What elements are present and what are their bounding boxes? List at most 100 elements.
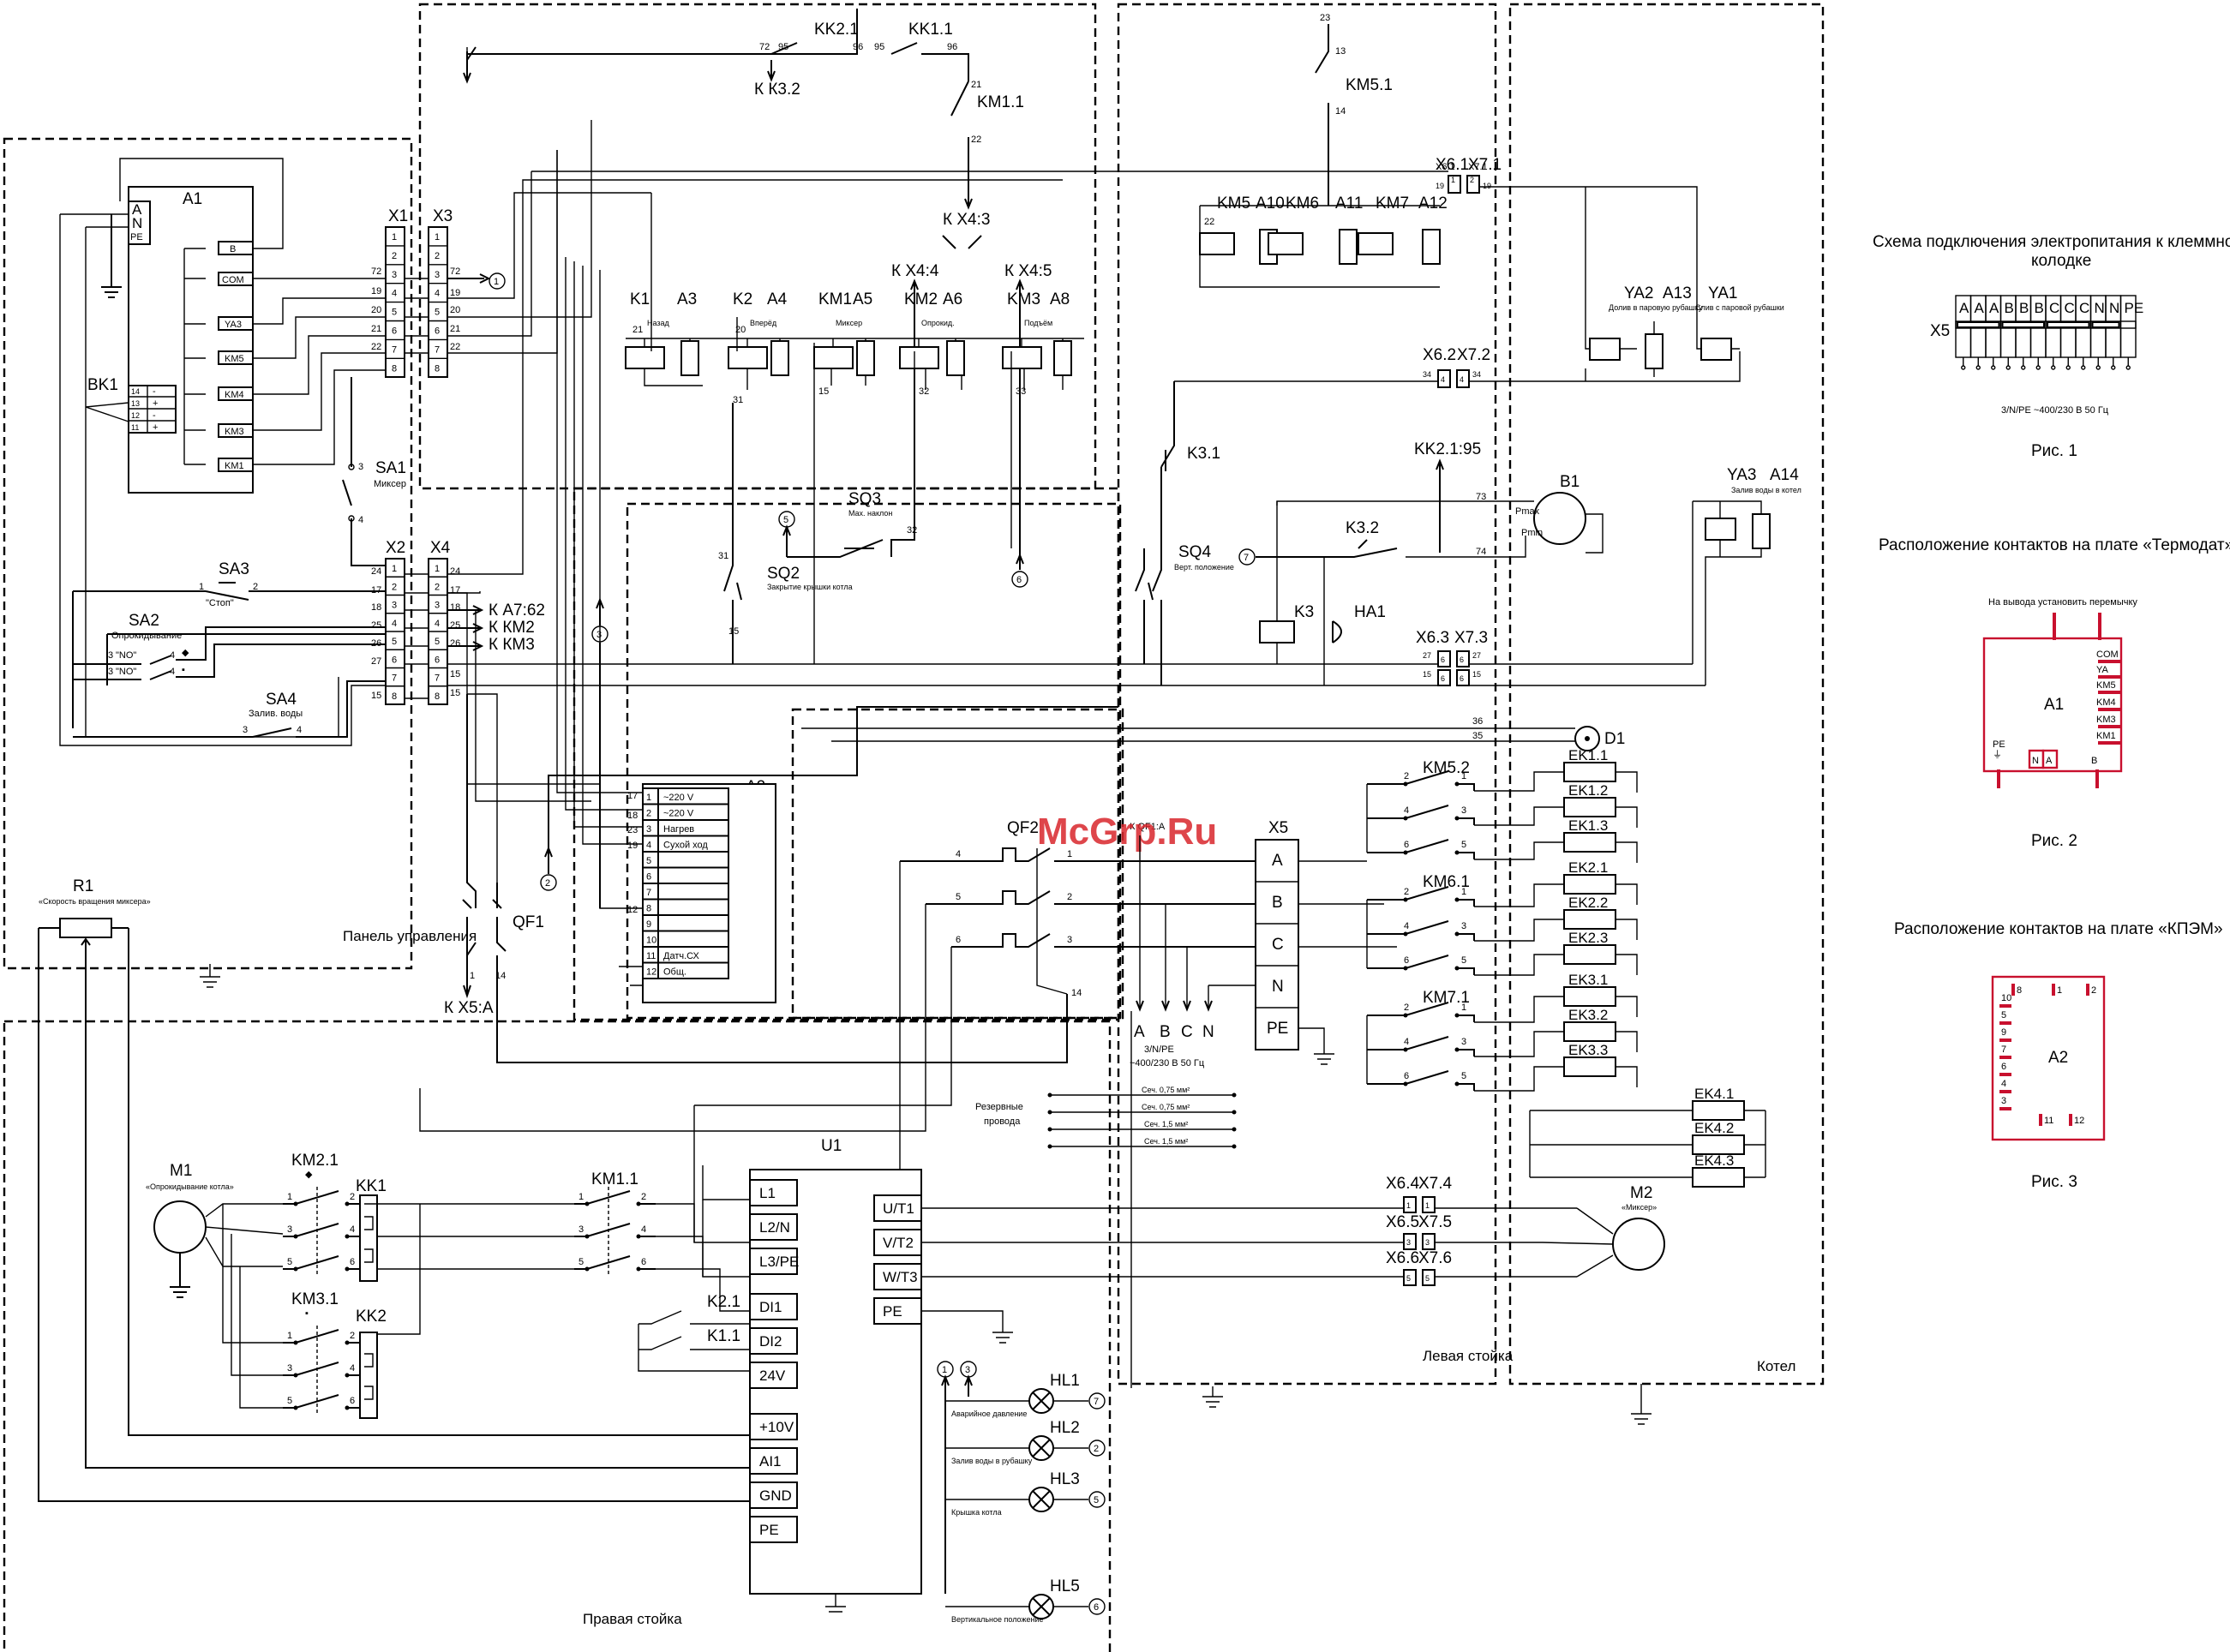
ref-qf1a: К QF1:A <box>1130 822 1166 832</box>
x2-wire-25: 25 <box>371 620 381 631</box>
heater-element <box>1563 832 1616 853</box>
km11b-dot <box>636 1201 641 1206</box>
heater-contact-dot <box>1454 816 1460 821</box>
qf2-pin-6: 6 <box>956 935 961 945</box>
relay-a5-label: A5 <box>853 290 872 308</box>
u1-left-gnd: GND <box>759 1487 792 1504</box>
spare-l2: провода <box>984 1116 1021 1127</box>
supply-n: N <box>1202 1023 1214 1041</box>
x64-label: X6.4 <box>1386 1175 1420 1193</box>
fig3-left-pad <box>1999 1056 2011 1059</box>
km51-pin-23: 23 <box>1320 13 1330 23</box>
relay-wire-33: 33 <box>1016 386 1026 397</box>
heater-pin-out: 5 <box>1461 1071 1466 1081</box>
heater-pin-out: 3 <box>1461 1037 1466 1047</box>
km21-icon: ◆ <box>305 1170 313 1180</box>
x1-pin-8: 8 <box>392 363 397 374</box>
km31-dot <box>345 1373 350 1378</box>
km31-pin-out: 6 <box>350 1396 355 1406</box>
fig1-cell-n: N <box>2109 300 2119 316</box>
m2-motor: M2 «Миксер» <box>1542 1184 1665 1278</box>
heater-pin-out: 5 <box>1461 955 1466 966</box>
x4-pin-2: 2 <box>435 582 440 592</box>
qf1-pin-14: 14 <box>495 971 506 981</box>
heater-ek3-1: EK3.1 <box>1568 972 1608 988</box>
x4-pin-4: 4 <box>435 619 440 629</box>
relay-wire-32: 32 <box>919 386 929 397</box>
x61-wire: 19 <box>1436 182 1444 190</box>
fig3-top-pin-1: 1 <box>2057 985 2062 996</box>
a2-wire-12: 12 <box>627 905 638 915</box>
lamp-hl1-sub: Аварийное давление <box>951 1410 1027 1418</box>
fig1-supply: 3/N/PE ~400/230 В 50 Гц <box>2001 405 2109 416</box>
heater-element <box>1563 797 1616 817</box>
qf1-breaker: QF1 1 14 К X5:A <box>444 694 1068 1063</box>
kk1-overload <box>359 1194 378 1282</box>
fig2-b: B <box>2091 756 2097 766</box>
rc-filter-a6 <box>946 340 965 376</box>
heater-contact-dot <box>1403 1013 1408 1018</box>
a1-contact-km4: KM4 <box>225 390 244 400</box>
fig1-cell-a: A <box>1989 300 1999 316</box>
x74-pin: 1 <box>1425 1201 1430 1210</box>
fig1-screw <box>2021 365 2026 370</box>
relay-km3-sub: Подъём <box>1024 319 1052 327</box>
u1-left-pe: PE <box>759 1522 779 1538</box>
fig2-title: Расположение контактов на плате «Термода… <box>1879 536 2230 554</box>
r1-title: R1 <box>73 877 93 895</box>
fig2-pad <box>2098 741 2120 745</box>
km11b-dot <box>584 1266 590 1272</box>
x3-pin-8: 8 <box>435 363 440 374</box>
lamp-hl1-label: HL1 <box>1050 1372 1080 1390</box>
heater-pin-in: 6 <box>1404 840 1409 850</box>
fig1-screw <box>2111 365 2116 370</box>
fig2-ground-icon: ⏚ <box>1993 749 2002 760</box>
u1-left-l1: L1 <box>759 1185 776 1201</box>
fig3-left-pin-9: 9 <box>2001 1027 2006 1038</box>
heater-ek4-3: EK4.3 <box>1694 1152 1734 1169</box>
k32-contact: K3.2 <box>1260 519 1398 558</box>
d1-wire-36: 36 <box>1472 716 1483 727</box>
b1-pmax: Pmax <box>1515 506 1540 517</box>
x64-pin: 1 <box>1406 1201 1411 1210</box>
heater-contact <box>1367 920 1475 941</box>
heater-pin-in: 6 <box>1404 955 1409 966</box>
sq4-sub: Верт. положение <box>1174 563 1234 572</box>
fig3-a2: A2 <box>2048 1049 2068 1067</box>
sq3-label: SQ3 <box>848 490 881 508</box>
boiler-coil-a11-label: A11 <box>1335 195 1363 212</box>
a2-row-1-num: 1 <box>646 793 651 803</box>
a1-contact-km3: KM3 <box>225 427 244 437</box>
x73-wire-27: 27 <box>1472 651 1481 660</box>
fig1-cell-pe: PE <box>2125 300 2144 316</box>
fig1-bridge <box>2047 321 2090 328</box>
a2-row-text-cell <box>657 914 729 932</box>
fig1-cell-a: A <box>1959 300 1969 316</box>
km21-dot <box>345 1266 350 1272</box>
node-3-a: 3 <box>596 630 602 640</box>
sq3-pin-32: 32 <box>907 525 917 536</box>
lamp-hl2-label: HL2 <box>1050 1419 1080 1437</box>
fig1-cell-b: B <box>2035 300 2044 316</box>
m1-motor: M1 «Опрокидывание котла» <box>146 1162 284 1298</box>
bk1-mark-4: + <box>153 422 158 433</box>
relay-k2-sub: Вперёд <box>750 319 777 327</box>
x73-pin-b: 6 <box>1460 674 1464 683</box>
ya3-valve: YA3 A14 Залив воды в котел <box>1692 466 1801 685</box>
u1-left-ai1: AI1 <box>759 1453 782 1469</box>
heater-pin-in: 4 <box>1404 921 1409 931</box>
a14-label: A14 <box>1770 466 1799 484</box>
sa2-pin-4a: 4 <box>170 650 175 661</box>
x3-pin-6: 6 <box>435 326 440 337</box>
k32-label: K3.2 <box>1346 519 1379 537</box>
relay-wire-15: 15 <box>818 386 829 397</box>
x1-wire-19: 19 <box>371 286 381 296</box>
m1-sub: «Опрокидывание котла» <box>146 1182 234 1191</box>
heater-contact-dot <box>1454 897 1460 902</box>
k31-contact: K3.1 <box>1160 381 1220 548</box>
fig3-top-pin-2: 2 <box>2091 985 2096 996</box>
sa4-sub: Залив. воды <box>249 709 303 719</box>
x72-pin: 4 <box>1460 375 1464 384</box>
a2-row-11-text: Датч.СХ <box>663 951 699 961</box>
section-3: Сеч. 1,5 мм² <box>1144 1120 1188 1128</box>
